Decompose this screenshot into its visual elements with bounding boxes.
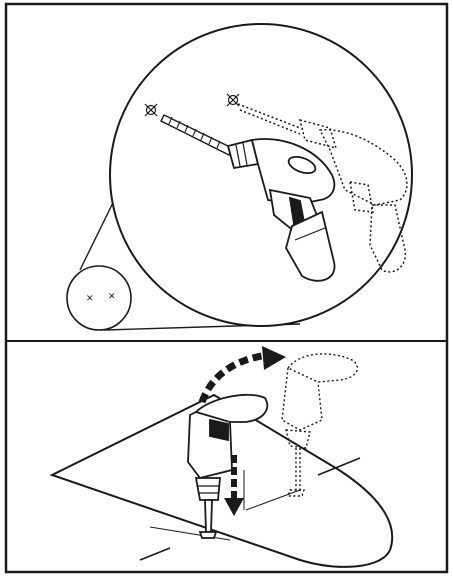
mark-x-2 (227, 94, 239, 106)
rotation-arrow (202, 346, 286, 402)
background-line-left (140, 548, 170, 560)
small-mark-2: ✕ (108, 291, 116, 301)
bottom-panel (52, 346, 392, 567)
small-reference-circle (67, 266, 131, 330)
small-mark-1: ✕ (86, 293, 94, 303)
mark-x-1 (145, 104, 157, 116)
top-panel: ✕ ✕ (67, 24, 412, 330)
